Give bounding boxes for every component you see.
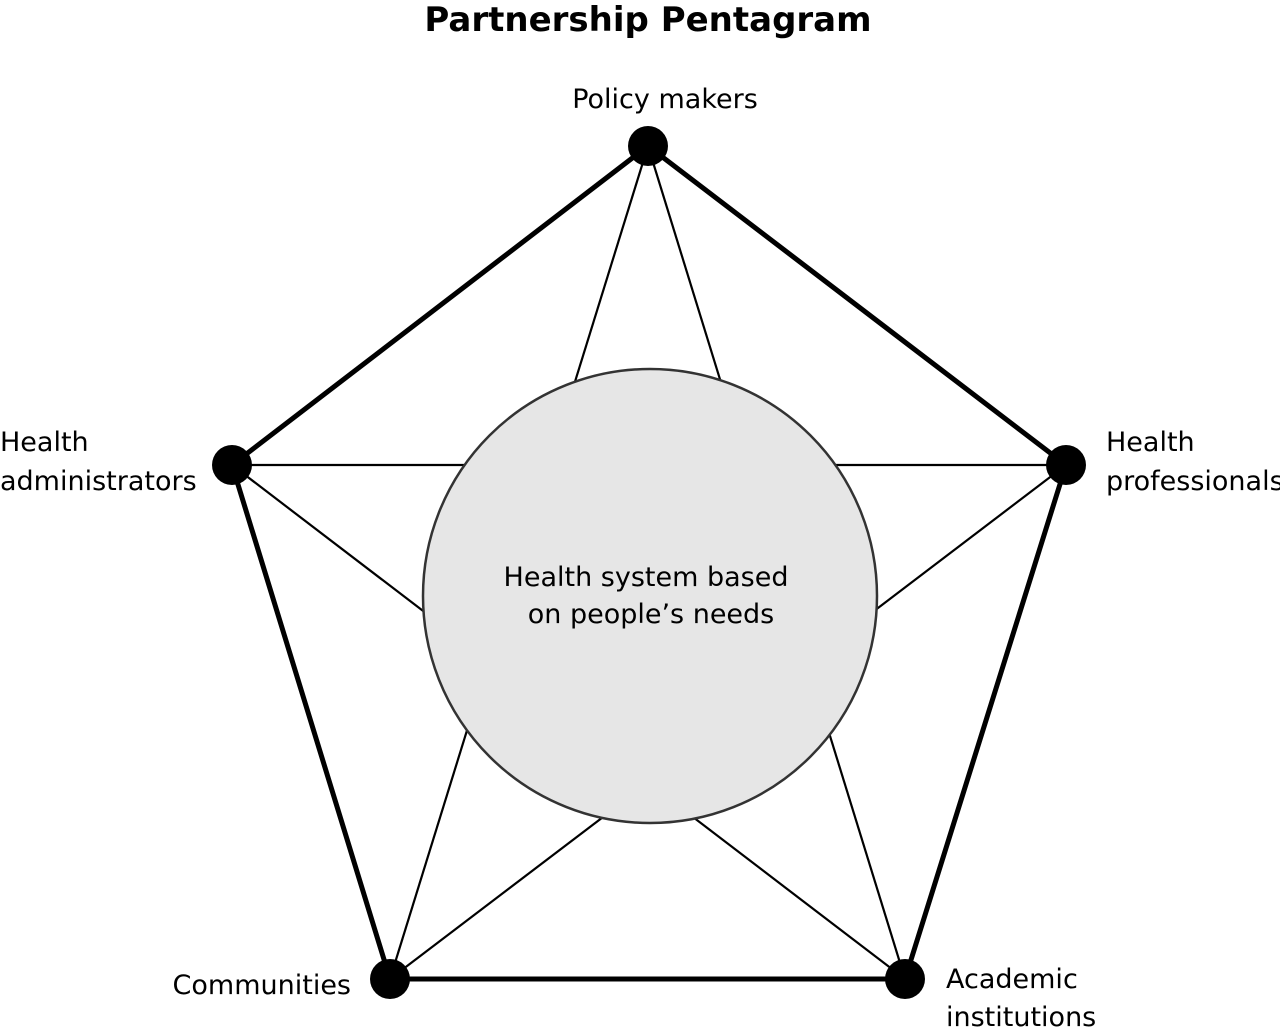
label-health-professionals-line-1: Health [1106,427,1195,458]
center-text-line-2: on people’s needs [528,599,775,630]
label-health-administrators-line-2: administrators [0,466,197,497]
diagram-title: Partnership Pentagram [424,0,871,40]
vertex-nodes [212,126,1086,999]
node-health-professionals [1046,445,1086,485]
label-communities: Communities [173,970,351,1001]
label-academic-institutions-line-2: institutions [946,1002,1096,1028]
center-circle [421,367,879,825]
pentagon-outline [229,143,1069,982]
label-academic-institutions-line-1: Academic [946,964,1078,995]
node-policy-makers [628,126,668,166]
label-health-administrators-line-1: Health [0,427,89,458]
label-policy-makers: Policy makers [572,84,758,115]
node-academic-institutions [885,959,925,999]
center-text-line-1: Health system based [504,562,789,593]
node-health-administrators [212,445,252,485]
node-communities [370,959,410,999]
label-health-professionals-line-2: professionals [1106,466,1280,497]
